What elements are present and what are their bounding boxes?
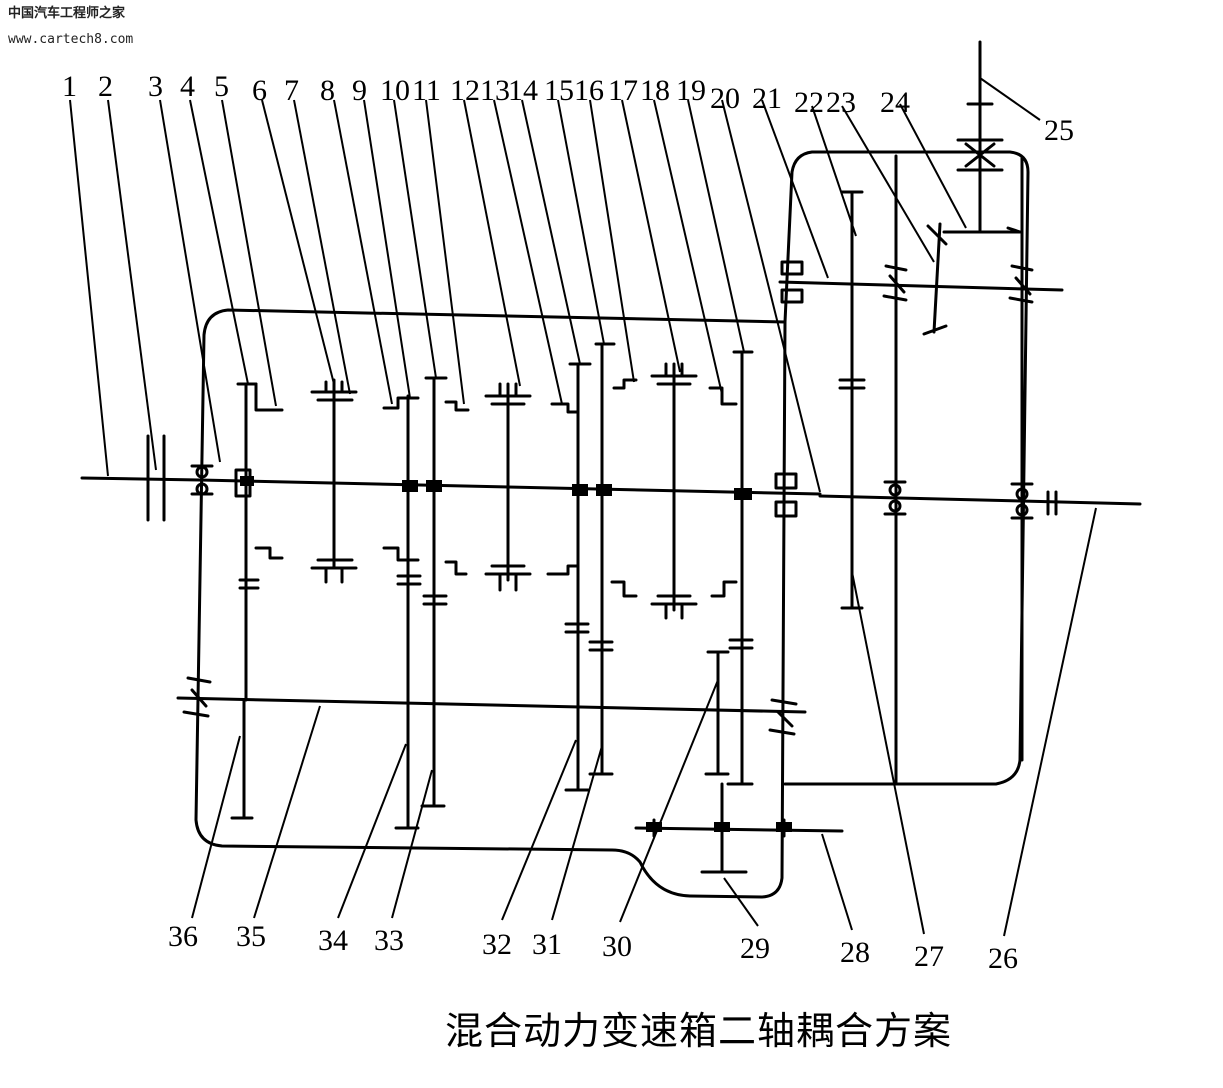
part-label-14: 14 — [508, 74, 538, 107]
part-label-33: 33 — [374, 924, 404, 957]
part-label-19: 19 — [676, 74, 706, 107]
part-label-21: 21 — [752, 82, 782, 115]
part-label-4: 4 — [180, 70, 195, 103]
part-label-7: 7 — [284, 74, 299, 107]
part-label-3: 3 — [148, 70, 163, 103]
part-label-34: 34 — [318, 924, 348, 957]
bearing — [190, 464, 214, 496]
part-label-28: 28 — [840, 936, 870, 969]
counter-shaft — [176, 696, 807, 714]
part-label-13: 13 — [480, 74, 510, 107]
part-label-17: 17 — [608, 74, 638, 107]
main-shaft — [198, 478, 822, 496]
idler-shaft — [634, 826, 844, 833]
diagram-caption: 混合动力变速箱二轴耦合方案 — [445, 1009, 953, 1053]
bearing — [774, 472, 798, 518]
part-label-18: 18 — [640, 74, 670, 107]
output-shaft — [818, 494, 1142, 506]
part-label-30: 30 — [602, 930, 632, 963]
part-label-29: 29 — [740, 932, 770, 965]
part-label-15: 15 — [544, 74, 574, 107]
part-label-25: 25 — [1044, 114, 1074, 147]
part-label-23: 23 — [826, 86, 856, 119]
part-label-11: 11 — [412, 74, 441, 107]
part-label-26: 26 — [988, 942, 1018, 975]
part-label-1: 1 — [62, 70, 77, 103]
part-label-20: 20 — [710, 82, 740, 115]
motor-shaft — [778, 280, 1064, 292]
part-label-9: 9 — [352, 74, 367, 107]
motor-housing — [783, 150, 1030, 786]
input-shaft — [80, 476, 202, 482]
part-label-6: 6 — [252, 74, 267, 107]
part-label-5: 5 — [214, 70, 229, 103]
part-label-32: 32 — [482, 928, 512, 961]
part-label-8: 8 — [320, 74, 335, 107]
part-label-22: 22 — [794, 86, 824, 119]
part-label-10: 10 — [380, 74, 410, 107]
part-label-31: 31 — [532, 928, 562, 961]
watermark-site-name: 中国汽车工程师之家 — [8, 6, 126, 21]
part-label-16: 16 — [574, 74, 604, 107]
gearbox-housing — [194, 308, 787, 899]
part-label-36: 36 — [168, 920, 198, 953]
part-label-2: 2 — [98, 70, 113, 103]
part-label-12: 12 — [450, 74, 480, 107]
part-label-27: 27 — [914, 940, 944, 973]
part-label-35: 35 — [236, 920, 266, 953]
watermark-url: www.cartech8.com — [8, 32, 134, 47]
part-label-24: 24 — [880, 86, 910, 119]
